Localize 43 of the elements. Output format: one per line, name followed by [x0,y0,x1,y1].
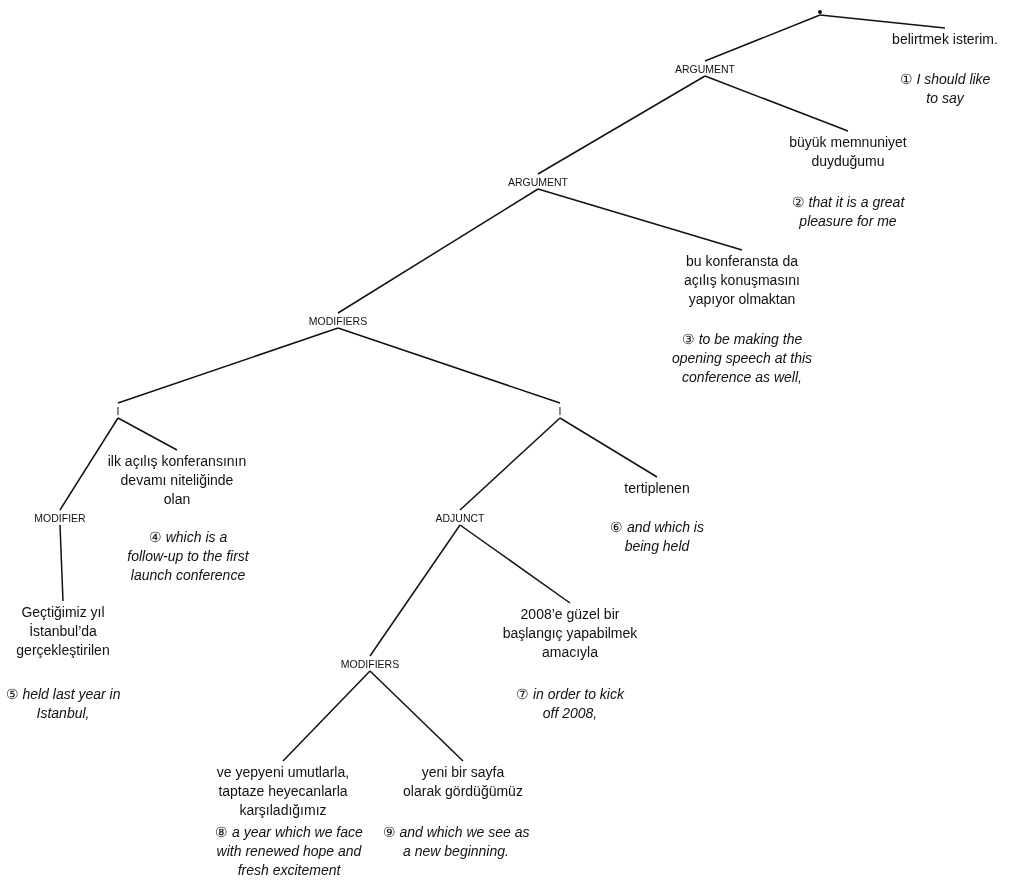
category-label: ADJUNCT [420,512,500,524]
category-label: MODIFIER [20,512,100,524]
translation-text: ⑥ and which is being held [609,518,705,556]
tree-branch-line [459,524,571,604]
tree-branch-line [459,417,561,511]
category-label: ARGUMENT [660,63,750,75]
tree-branch-line [59,417,119,511]
translation-text: ④ which is a follow-up to the first launch conference [127,528,249,585]
tree-branch-line [704,14,821,62]
translation-text: ① I should like to say [898,70,992,108]
phrase-text: 2008’e güzel bir başlangıç yapabilmek amacıyla [500,605,640,662]
tree-branch-line [369,524,461,657]
category-label: ARGUMENT [493,176,583,188]
translation-text: ② that it is a great pleasure for me [790,193,906,231]
translation-text: ⑦ in order to kick off 2008, [515,685,625,723]
phrase-text: büyük memnuniyet duyduğumu [778,133,918,171]
category-label: I [550,405,570,417]
phrase-text: yeni bir sayfa olarak gördüğümüz [403,763,523,801]
tree-branch-line [369,670,464,762]
tree-branch-line [337,188,539,314]
translation-text: ⑨ and which we see as a new beginning. [381,823,531,861]
tree-branch-line [537,75,706,175]
translation-text: ③ to be making the opening speech at this conference as well, [670,330,814,387]
tree-branch-line [117,417,178,451]
tree-branch-line [117,327,339,404]
phrase-text: ilk açılış konferansının devamı niteliğinde olan [107,452,247,509]
phrase-text: bu konferansta da açılış konuşmasını yapıyor olmaktan [669,252,815,309]
branch-point [818,10,822,14]
category-label: MODIFIERS [293,315,383,327]
tree-branch-line [704,75,849,132]
phrase-text: tertiplenen [602,479,712,498]
tree-branch-line [819,14,946,29]
category-label: I [108,405,128,417]
tree-branch-line [59,524,64,602]
phrase-text: Geçtiğimiz yıl İstanbul’da gerçekleştirilen [0,603,126,660]
translation-text: ⑤ held last year in Istanbul, [5,685,121,723]
tree-branch-line [282,670,371,762]
tree-branch-line [337,327,561,404]
tree-branch-line [559,417,658,478]
category-label: MODIFIERS [325,658,415,670]
phrase-text: belirtmek isterim. [875,30,1011,49]
tree-branch-line [537,188,743,251]
translation-text: ⑧ a year which we face with renewed hope and fresh excitement [214,823,364,880]
